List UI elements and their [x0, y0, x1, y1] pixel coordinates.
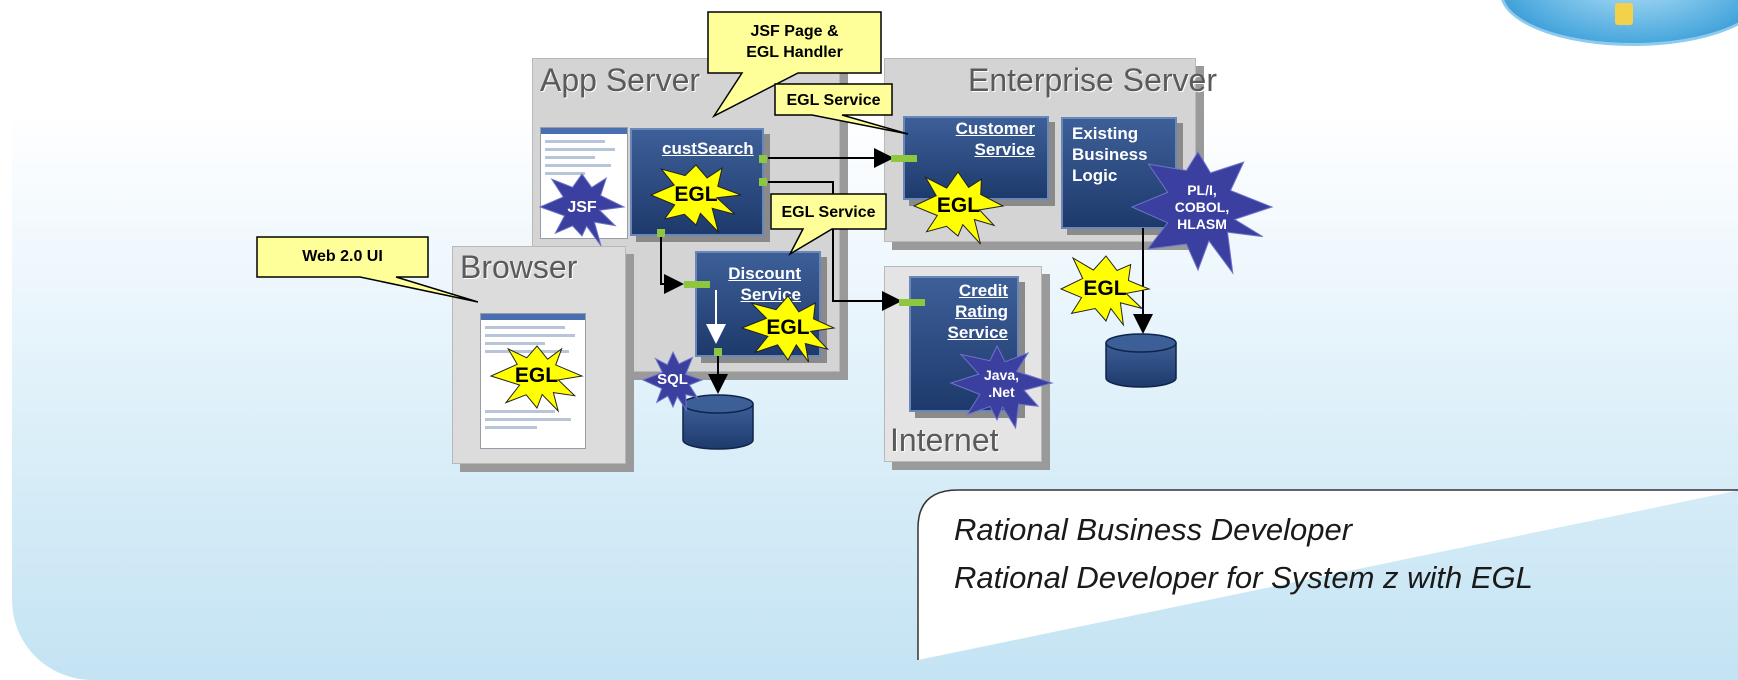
sql-burst-text: SQL	[657, 371, 688, 388]
java-net-burst-text: Java, .Net	[983, 367, 1020, 400]
discount-database-icon	[682, 394, 754, 450]
custsearch-port-left	[657, 229, 665, 237]
callout-web-ui-text: Web 2.0 UI	[302, 248, 383, 265]
egl-burst-custsearch-text: EGL	[674, 183, 718, 206]
credit-rating-box: Credit Rating Service	[909, 276, 1019, 412]
credit-rating-port	[899, 299, 925, 306]
legacy-lang-burst	[1130, 151, 1274, 275]
egl-burst-db	[1059, 255, 1151, 327]
browser-title: Browser	[460, 249, 578, 285]
existing-logic-label: Existing Business Logic	[1072, 124, 1148, 185]
arrow-custsearch-to-discount	[660, 236, 684, 294]
callout-egl-service-mid-text: EGL Service	[781, 204, 876, 221]
custsearch-port-top	[759, 155, 767, 163]
egl-burst-browser-text: EGL	[514, 364, 559, 387]
product-line-2: Rational Developer for System z with EGL	[954, 560, 1533, 595]
callout-web-ui	[256, 236, 479, 303]
customer-service-label: Customer Service	[955, 119, 1035, 159]
app-server-title: App Server	[540, 62, 701, 98]
credit-rating-label: Credit Rating Service	[947, 281, 1009, 342]
legacy-lang-burst-text: PL/I, COBOL, HLASM	[1174, 182, 1230, 232]
enterprise-database-icon	[1105, 333, 1177, 388]
discount-service-port	[684, 281, 710, 288]
egl-burst-db-text: EGL	[1083, 277, 1127, 300]
egl-burst-custsearch	[649, 164, 742, 234]
arrow-custsearch-to-credit	[768, 181, 902, 311]
diagram-graphics	[256, 11, 1274, 450]
egl-burst-customer-text: EGL	[936, 194, 981, 217]
egl-burst-discount	[740, 295, 836, 363]
egl-burst-discount-text: EGL	[766, 316, 810, 339]
callout-egl-service-top	[774, 83, 909, 135]
sql-burst	[641, 350, 704, 412]
products-panel-frame	[917, 489, 1738, 660]
callout-egl-service-mid	[770, 193, 887, 256]
callout-jsf-page-text: JSF Page & EGL Handler	[746, 23, 843, 61]
callout-jsf-page	[707, 11, 882, 118]
jsf-burst-text: JSF	[567, 199, 597, 216]
discount-service-port-bottom	[714, 348, 722, 356]
internet-title: Internet	[890, 422, 999, 458]
enterprise-server-title: Enterprise Server	[968, 62, 1217, 98]
customer-service-port	[891, 155, 917, 162]
callout-egl-service-top-text: EGL Service	[786, 92, 881, 109]
egl-burst-browser	[489, 345, 584, 413]
cust-search-label: custSearch	[662, 139, 754, 158]
jsf-burst	[538, 173, 626, 247]
java-net-burst	[949, 344, 1054, 430]
custsearch-port-bottom	[759, 178, 767, 186]
product-line-1: Rational Business Developer	[954, 512, 1353, 547]
egl-burst-customer	[912, 171, 1005, 245]
